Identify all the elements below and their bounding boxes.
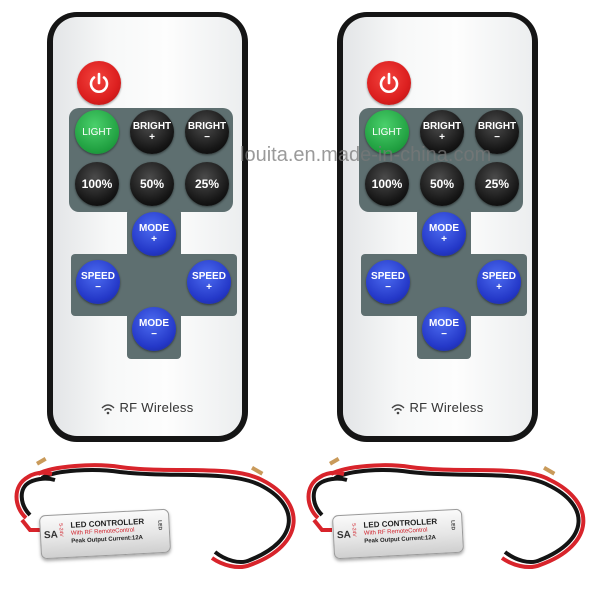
brightness-25-label: 25% (484, 176, 510, 191)
bright-down-label: BRIGHT (187, 121, 227, 132)
bright-up-label: BRIGHT (132, 121, 172, 132)
speed-up-button[interactable]: SPEED + (477, 260, 521, 304)
bright-up-button[interactable]: BRIGHT + (130, 110, 174, 154)
mode-up-sign: + (151, 234, 157, 245)
wire-red (20, 518, 40, 532)
controller-label-block: LED CONTROLLER With RF RemoteControl Pea… (70, 517, 145, 546)
brightness-50-button[interactable]: 50% (420, 162, 464, 206)
remote-right: LIGHT BRIGHT + BRIGHT − 100% 50% 25% MOD… (337, 12, 538, 442)
speed-down-button[interactable]: SPEED − (366, 260, 410, 304)
wire-black (311, 476, 348, 517)
brightness-50-label: 50% (429, 176, 455, 191)
remote-face: LIGHT BRIGHT + BRIGHT − 100% 50% 25% MOD… (53, 17, 242, 436)
rf-wireless-label: RF Wireless (53, 400, 242, 415)
light-button[interactable]: LIGHT (75, 110, 119, 154)
bright-down-sign: − (494, 132, 500, 143)
speed-up-label: SPEED (192, 271, 226, 282)
speed-up-sign: + (496, 282, 502, 293)
mode-down-sign: − (441, 329, 447, 340)
speed-up-button[interactable]: SPEED + (187, 260, 231, 304)
wire-tip (35, 457, 47, 466)
speed-down-button[interactable]: SPEED − (76, 260, 120, 304)
brightness-25-label: 25% (194, 176, 220, 191)
wire-red (306, 470, 345, 520)
brightness-100-button[interactable]: 100% (365, 162, 409, 206)
rf-wireless-text: RF Wireless (409, 400, 484, 415)
brightness-100-button[interactable]: 100% (75, 162, 119, 206)
bright-up-sign: + (149, 132, 155, 143)
speed-down-sign: − (95, 282, 101, 293)
mode-down-label: MODE (139, 318, 169, 329)
mode-down-sign: − (151, 329, 157, 340)
power-button[interactable] (367, 61, 411, 105)
mode-down-button[interactable]: MODE − (422, 307, 466, 351)
rf-wireless-label: RF Wireless (343, 400, 532, 415)
light-button[interactable]: LIGHT (365, 110, 409, 154)
bright-up-sign: + (439, 132, 445, 143)
controller-side-label: SA (336, 529, 352, 542)
bright-up-label: BRIGHT (422, 121, 462, 132)
brightness-50-button[interactable]: 50% (130, 162, 174, 206)
speed-up-sign: + (206, 282, 212, 293)
led-controller-right: SA 5-24V LED CONTROLLER With RF RemoteCo… (331, 508, 465, 560)
wire-tip (329, 457, 340, 466)
wireless-icon (101, 403, 115, 414)
speed-up-label: SPEED (482, 271, 516, 282)
brightness-100-label: 100% (81, 176, 113, 191)
mode-up-button[interactable]: MODE + (422, 212, 466, 256)
mode-up-label: MODE (429, 223, 459, 234)
mode-up-button[interactable]: MODE + (132, 212, 176, 256)
remote-face: LIGHT BRIGHT + BRIGHT − 100% 50% 25% MOD… (343, 17, 532, 436)
wire-tip (543, 465, 556, 476)
speed-down-label: SPEED (81, 271, 115, 282)
speed-down-label: SPEED (371, 271, 405, 282)
controller-led-label: LED (156, 519, 163, 531)
bright-up-button[interactable]: BRIGHT + (420, 110, 464, 154)
light-label: LIGHT (372, 126, 402, 138)
wire-red (14, 470, 53, 520)
controller-voltage-label: 5-24V (350, 523, 358, 537)
led-controller-left: SA 5-24V LED CONTROLLER With RF RemoteCo… (38, 508, 172, 560)
remote-left: LIGHT BRIGHT + BRIGHT − 100% 50% 25% MOD… (47, 12, 248, 442)
controller-side-label: SA (43, 529, 59, 542)
power-icon (379, 72, 399, 93)
mode-down-label: MODE (429, 318, 459, 329)
mode-down-button[interactable]: MODE − (132, 307, 176, 351)
brightness-25-button[interactable]: 25% (475, 162, 519, 206)
light-label: LIGHT (82, 126, 112, 138)
controller-led-label: LED (449, 519, 456, 531)
brightness-50-label: 50% (139, 176, 165, 191)
bright-down-button[interactable]: BRIGHT − (475, 110, 519, 154)
rf-wireless-text: RF Wireless (119, 400, 194, 415)
bright-down-button[interactable]: BRIGHT − (185, 110, 229, 154)
bright-down-label: BRIGHT (477, 121, 517, 132)
brightness-100-label: 100% (371, 176, 403, 191)
wire-black (19, 476, 56, 517)
speed-down-sign: − (385, 282, 391, 293)
mode-up-label: MODE (139, 223, 169, 234)
wire-tip (251, 465, 264, 476)
controller-voltage-label: 5-24V (57, 523, 65, 537)
brightness-25-button[interactable]: 25% (185, 162, 229, 206)
wire-red (312, 518, 332, 532)
watermark: louita.en.made-in-china.com (240, 144, 492, 166)
mode-up-sign: + (441, 234, 447, 245)
power-icon (89, 72, 109, 93)
bright-down-sign: − (204, 132, 210, 143)
power-button[interactable] (77, 61, 121, 105)
controller-label-block: LED CONTROLLER With RF RemoteControl Pea… (363, 517, 438, 546)
wireless-icon (391, 403, 405, 414)
